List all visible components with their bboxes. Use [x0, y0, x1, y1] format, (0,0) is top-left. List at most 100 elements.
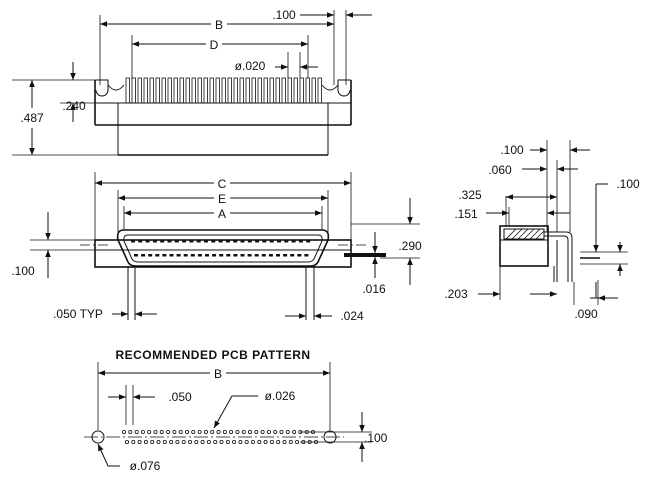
pcb-hole	[225, 439, 230, 444]
contact-pin	[240, 254, 245, 257]
pcb-hole	[147, 429, 152, 434]
pcb-hole	[122, 429, 127, 434]
contact-pin	[212, 254, 217, 257]
contact-fin	[143, 77, 148, 104]
pcb-hole-rows	[122, 429, 318, 444]
pcb-hole	[206, 439, 211, 444]
contact-fin	[275, 77, 280, 104]
pcb-hole	[184, 429, 189, 434]
pcb-dia-076-label: ø.076	[130, 459, 161, 473]
pcb-hole	[238, 439, 243, 444]
contact-pin	[162, 254, 167, 257]
pcb-hole	[285, 429, 290, 434]
contact-pin	[182, 240, 187, 243]
contact-fin	[281, 77, 286, 104]
contact-pin	[196, 240, 201, 243]
pcb-hole	[162, 439, 167, 444]
pcb-hole	[260, 429, 265, 434]
dim-e-label: E	[218, 192, 226, 206]
pcb-hole	[216, 429, 221, 434]
pcb-pattern: RECOMMENDED PCB PATTERN B .050 ø.026 .10…	[84, 348, 388, 473]
contact-fin	[233, 77, 238, 104]
contact-pin	[284, 240, 289, 243]
pcb-hole	[247, 429, 252, 434]
pcb-hole	[241, 429, 246, 434]
contact-pin	[247, 240, 252, 243]
dim-487-label: .487	[20, 111, 44, 125]
pcb-dim-050-label: .050	[168, 390, 192, 404]
contact-pin	[176, 254, 181, 257]
pcb-hole	[150, 439, 155, 444]
contact-pins	[131, 240, 311, 257]
pcb-hole	[197, 429, 202, 434]
pcb-dim-b-label: B	[214, 367, 222, 381]
dim-024-label: .024	[340, 309, 364, 323]
dim-100-left-label: .100	[11, 264, 35, 278]
pcb-hole	[213, 439, 218, 444]
pcb-hole	[210, 429, 215, 434]
dim-pitch-100-label: .100	[272, 8, 296, 22]
contact-pin	[204, 240, 208, 243]
dim-side-100-right-label: .100	[616, 177, 640, 191]
contact-pin	[183, 254, 188, 257]
pcb-hole	[282, 439, 287, 444]
contact-pin	[190, 254, 195, 257]
pcb-hole	[200, 439, 205, 444]
contact-pin	[261, 254, 266, 257]
contact-pin	[145, 240, 150, 243]
contact-fin	[203, 77, 208, 104]
pcb-hole	[175, 439, 180, 444]
pcb-hole	[191, 429, 196, 434]
pcb-hole	[276, 439, 281, 444]
contact-fin	[293, 77, 298, 104]
contact-pin	[174, 240, 179, 243]
pcb-hole	[140, 429, 145, 434]
contact-pin	[262, 240, 267, 243]
contact-fin	[161, 77, 166, 104]
contact-pin	[167, 240, 172, 243]
dim-016-label: .016	[362, 282, 386, 296]
pcb-hole	[244, 439, 249, 444]
contact-pin	[297, 254, 302, 257]
pcb-hole	[263, 439, 268, 444]
contact-fin	[197, 77, 202, 104]
contact-pin	[141, 254, 146, 257]
pcb-dim-100-label: .100	[364, 431, 388, 445]
contact-pin	[160, 240, 165, 243]
pcb-hole	[295, 439, 300, 444]
contact-pin	[134, 254, 138, 257]
contact-pin	[197, 254, 202, 257]
contact-fin	[245, 77, 250, 104]
contact-fin	[311, 77, 316, 104]
pcb-hole	[178, 429, 183, 434]
dim-side-325-label: .325	[458, 188, 482, 202]
pcb-hole	[235, 429, 240, 434]
dim-240-label: .240	[62, 99, 86, 113]
pcb-hole	[203, 429, 208, 434]
contact-fin	[221, 77, 226, 104]
pcb-hole	[229, 429, 234, 434]
pcb-hole	[269, 439, 274, 444]
contact-pin	[247, 254, 252, 257]
pcb-hole	[153, 429, 158, 434]
contact-pin	[291, 240, 296, 243]
contact-fin	[299, 77, 304, 104]
pcb-hole	[156, 439, 161, 444]
contact-fin	[263, 77, 268, 104]
pcb-hole	[166, 429, 171, 434]
dim-b-label: B	[215, 18, 223, 32]
contact-pin	[269, 240, 274, 243]
contact-pin	[205, 254, 209, 257]
contact-fin	[209, 77, 214, 104]
contact-pin	[152, 240, 157, 243]
pcb-pattern-title: RECOMMENDED PCB PATTERN	[115, 348, 310, 362]
contact-pin	[277, 240, 281, 243]
pcb-hole	[143, 439, 148, 444]
dim-290-label: .290	[398, 239, 422, 253]
contact-fin	[287, 77, 292, 104]
contact-fin	[167, 77, 172, 104]
side-view: .100 .060 .325 .151	[444, 140, 640, 321]
pcb-hole	[288, 439, 293, 444]
contact-fin	[257, 77, 262, 104]
